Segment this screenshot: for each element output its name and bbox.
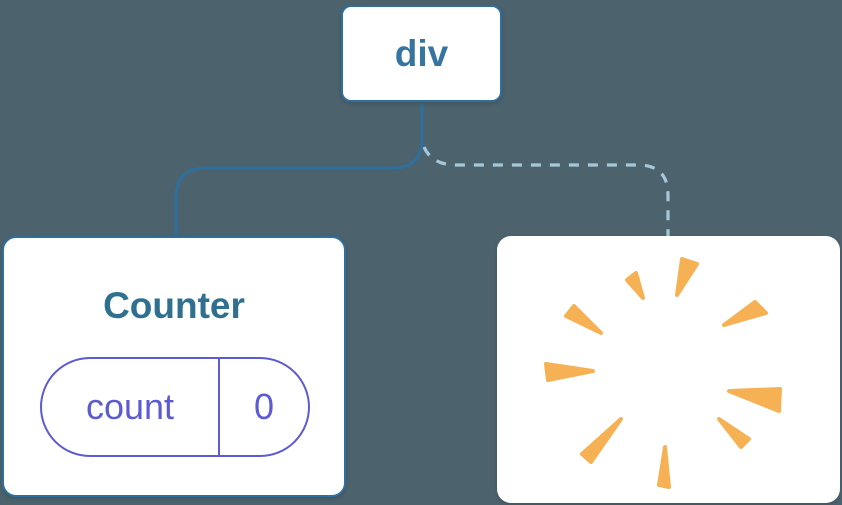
burst-spike: [580, 417, 623, 464]
burst-spike: [717, 417, 751, 449]
edge-root-to-counter: [174, 103, 424, 237]
edge-root-to-removed: [422, 146, 670, 237]
burst-spike: [657, 445, 671, 489]
removed-node: [497, 236, 840, 503]
counter-node: Counter count 0: [2, 236, 346, 497]
burst-spike: [722, 300, 768, 327]
state-pill-divider: [218, 359, 220, 455]
burst-spike: [727, 387, 782, 413]
root-node-div: div: [341, 5, 502, 102]
poof-burst-icon: [544, 257, 782, 489]
counter-node-title: Counter: [103, 285, 245, 326]
burst-spike: [675, 257, 699, 297]
burst-spike: [564, 304, 603, 335]
state-key: count: [85, 386, 175, 427]
state-value: 0: [253, 386, 275, 427]
burst-spike: [544, 362, 595, 382]
state-pill: count 0: [40, 357, 310, 457]
root-node-label: div: [394, 32, 449, 74]
burst-spike: [625, 271, 645, 300]
